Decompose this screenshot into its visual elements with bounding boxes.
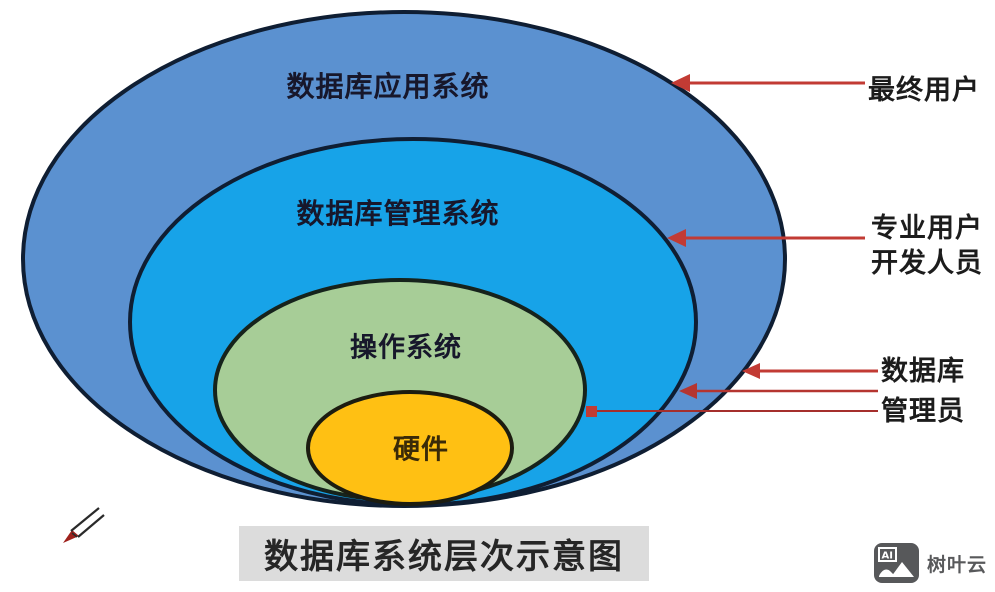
arrow-professional-user — [667, 229, 865, 247]
annotation-text: 专业用户 — [871, 213, 983, 244]
layer-label-hardware: 硬件 — [393, 434, 449, 466]
arrow-endpoint-square — [586, 406, 597, 417]
layer-label-operating-system: 操作系统 — [350, 332, 462, 364]
annotation-text: 开发人员 — [871, 248, 983, 279]
arrow-dba-to-dbms — [679, 383, 878, 399]
arrowhead-icon — [671, 74, 690, 92]
arrowhead-icon — [742, 363, 760, 379]
caption-title: 数据库系统层次示意图 — [264, 537, 624, 577]
annotation-text: 管理员 — [881, 396, 965, 427]
caption-box: 数据库系统层次示意图 — [239, 526, 649, 581]
layer-label-application-system: 数据库应用系统 — [286, 70, 490, 103]
annotation-database-administrator: 数据库 管理员 — [881, 352, 965, 432]
arrow-dba-to-os — [586, 406, 878, 417]
arrow-dba-to-application — [742, 363, 878, 379]
watermark-text: 树叶云 — [926, 553, 987, 576]
ai-icon-label: AI — [881, 551, 892, 562]
annotation-end-user: 最终用户 — [868, 68, 980, 107]
arrow-end-user — [671, 74, 865, 92]
ai-image-icon: AI — [873, 543, 919, 583]
layer-label-dbms: 数据库管理系统 — [296, 197, 500, 230]
annotation-text: 数据库 — [881, 356, 965, 387]
annotation-professional-user-developer: 专业用户 开发人员 — [871, 211, 983, 281]
layer-ellipse-hardware — [306, 390, 514, 506]
watermark-logo: AI 树叶云 — [873, 542, 987, 584]
arrowhead-icon — [679, 383, 697, 399]
pencil-icon — [63, 507, 105, 543]
arrowhead-icon — [667, 229, 686, 247]
annotation-text: 最终用户 — [868, 75, 980, 106]
